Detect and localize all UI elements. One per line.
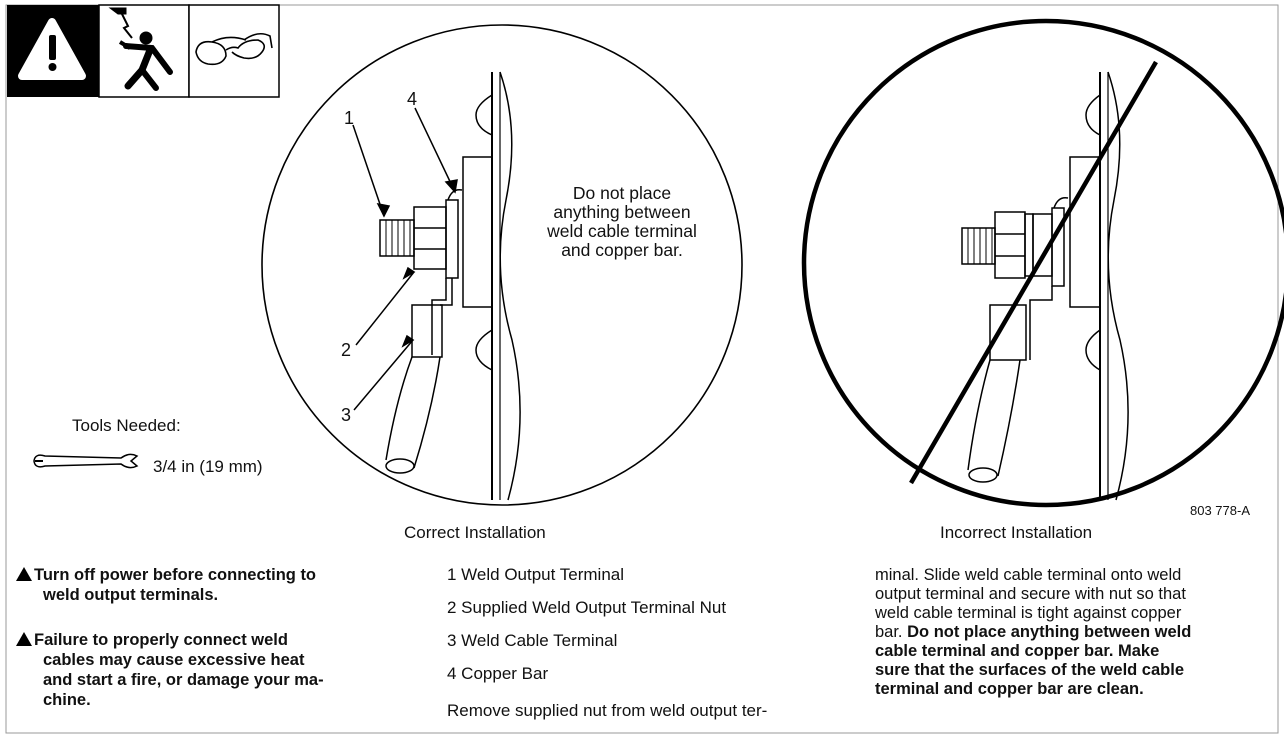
callout-2: 2	[341, 340, 352, 360]
incorrect-installation-drawing	[801, 18, 1284, 508]
electric-shock-icon	[108, 7, 173, 91]
warning-triangle-icon	[16, 567, 32, 581]
list-item: 1 Weld Output Terminal	[447, 565, 625, 584]
list-item: 3 Weld Cable Terminal	[447, 631, 618, 650]
diagram-note: Do not place anything between weld cable…	[547, 183, 697, 260]
tools-needed-label: Tools Needed:	[72, 416, 181, 435]
parts-list: 1 Weld Output Terminal 2 Supplied Weld O…	[447, 565, 726, 697]
hazard-icons	[7, 4, 280, 98]
warning-power-off: Turn off power before connecting to weld…	[16, 565, 396, 605]
list-item: 4 Copper Bar	[447, 664, 549, 683]
warning-connection: Failure to properly connect weld cables …	[16, 630, 396, 710]
callout-3: 3	[341, 405, 352, 425]
safety-glasses-icon	[195, 32, 273, 66]
safety-glasses-icon-box	[188, 4, 280, 98]
electric-shock-icon-box	[98, 4, 190, 98]
wrench-size: 3/4 in (19 mm)	[153, 457, 263, 476]
caption-correct: Correct Installation	[404, 523, 546, 542]
caption-incorrect: Incorrect Installation	[940, 523, 1093, 542]
callout-1: 1	[344, 108, 355, 128]
correct-installation-drawing	[261, 24, 743, 506]
warning-triangle-icon	[16, 632, 32, 646]
instructions-continued: minal. Slide weld cable terminal onto we…	[875, 566, 1192, 698]
instructions-start: Remove supplied nut from weld output ter…	[447, 701, 768, 720]
callout-4: 4	[407, 89, 418, 109]
page-border	[5, 4, 1279, 734]
list-item: 2 Supplied Weld Output Terminal Nut	[447, 598, 727, 617]
figure-code: 803 778-A	[1190, 503, 1250, 518]
wrench-icon	[33, 453, 139, 469]
